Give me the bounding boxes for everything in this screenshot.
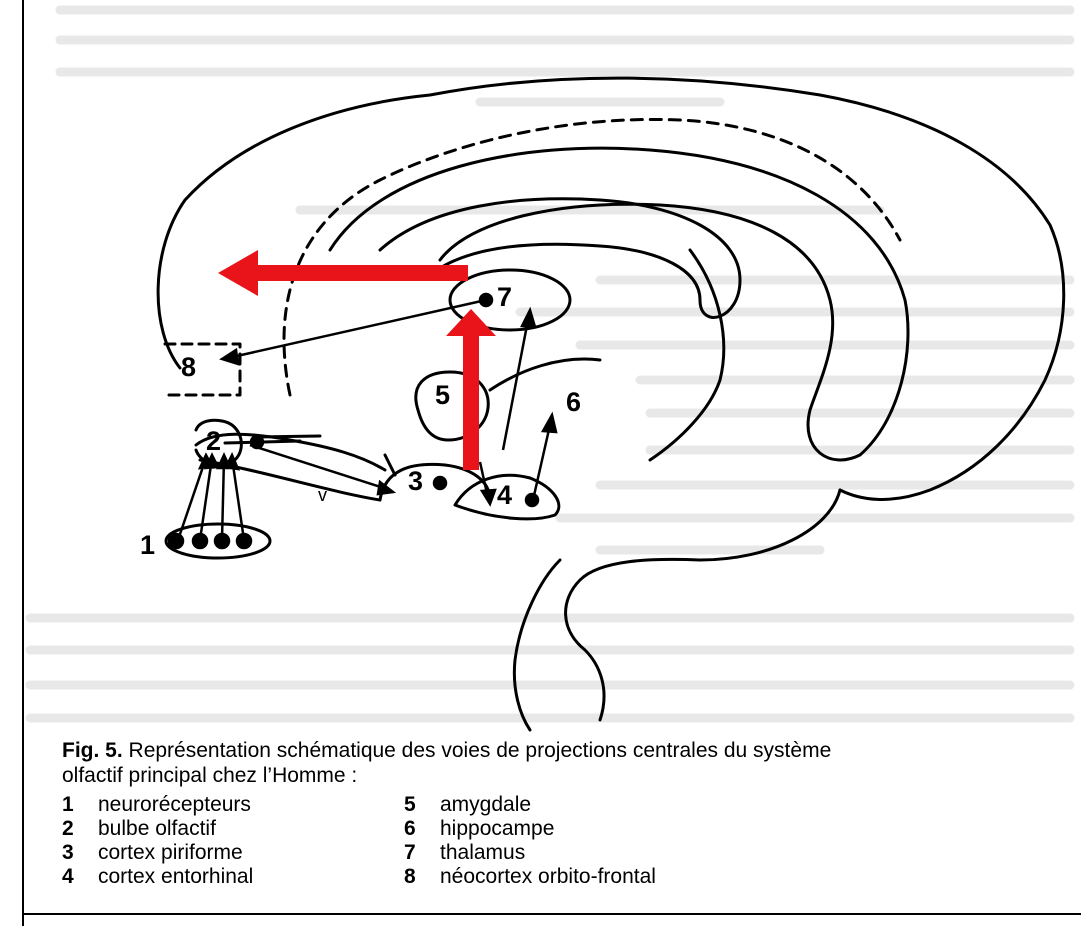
red-arrow-up-head [446, 309, 496, 336]
inner-fold [650, 250, 724, 460]
caption-line-1: Fig. 5. Représentation schématique des v… [62, 738, 1062, 763]
figure-caption: Fig. 5. Représentation schématique des v… [62, 738, 1062, 788]
label-5: 5 [435, 380, 450, 410]
arrow-receptor-4 [232, 458, 244, 540]
label-4: 4 [497, 480, 512, 510]
caption-text: Représentation schématique des voies de … [123, 739, 832, 762]
label-3: 3 [408, 466, 423, 496]
caption-line-2: olfactif principal chez l’Homme : [62, 763, 1062, 788]
cingulate-outline [330, 148, 908, 460]
red-arrow-horizontal-shaft [258, 265, 468, 281]
label-v: v [318, 485, 327, 505]
label-6: 6 [566, 387, 581, 417]
arrow-receptor-3 [222, 458, 224, 540]
hippocampus-outline [490, 359, 600, 390]
red-arrow-left-head [218, 250, 258, 296]
caption-fig-number: Fig. 5. [62, 739, 123, 762]
label-1: 1 [140, 530, 155, 560]
brainstem-outline [514, 560, 560, 730]
cerebellum-outline [566, 490, 840, 720]
olfactory-pathway-diagram: 7 8 5 6 2 3 4 1 v [0, 0, 1081, 740]
arrow-thalamus-to-neocortex [228, 300, 486, 358]
neocortex-dashed-box [165, 344, 240, 395]
corpus-callosum-outline [380, 199, 740, 318]
label-7: 7 [497, 282, 512, 312]
label-2: 2 [206, 426, 221, 456]
red-arrow-vertical-shaft [463, 334, 479, 470]
arrow-piriform-to-thalamus [503, 320, 528, 450]
label-8: 8 [181, 352, 196, 382]
arrow-bulb-to-piriform [250, 445, 390, 490]
